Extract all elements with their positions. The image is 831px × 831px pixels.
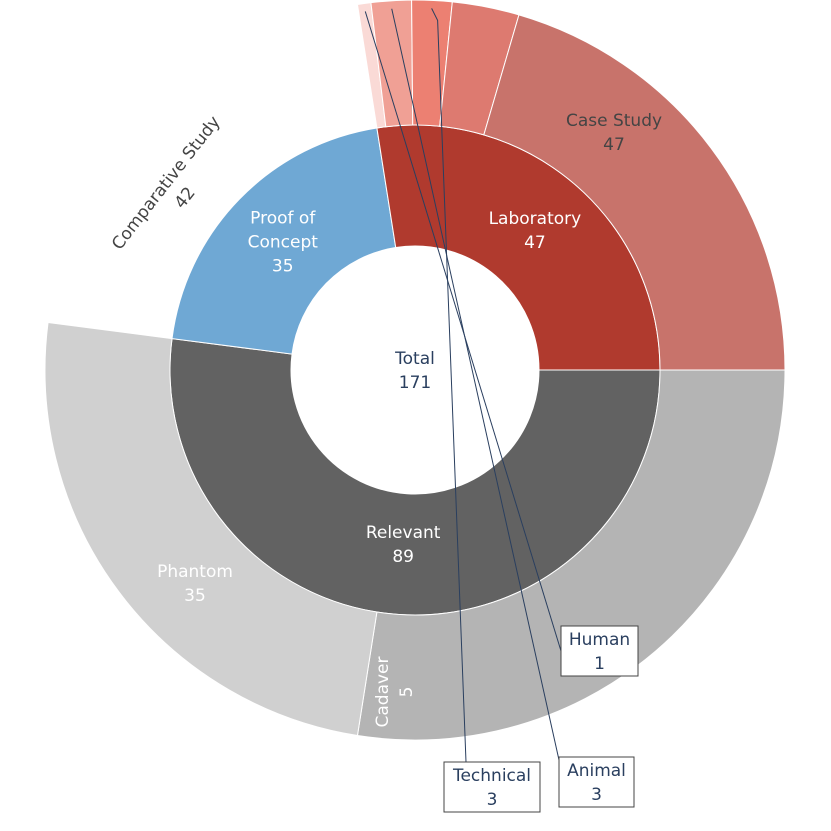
leader-animal	[391, 8, 560, 761]
segment-comparative-study[interactable]	[44, 321, 378, 737]
leader-lines	[364, 8, 562, 763]
segment-case-study[interactable]	[356, 369, 786, 741]
leader-technical	[431, 8, 467, 763]
segment-phantom[interactable]	[483, 14, 786, 371]
callout-box-human	[560, 625, 639, 677]
callout-box-technical	[443, 761, 541, 813]
sunburst-rings	[44, 0, 786, 741]
segment-proof-of-concept[interactable]	[171, 127, 397, 355]
root-total[interactable]	[291, 246, 539, 494]
callout-box-animal	[558, 756, 635, 808]
